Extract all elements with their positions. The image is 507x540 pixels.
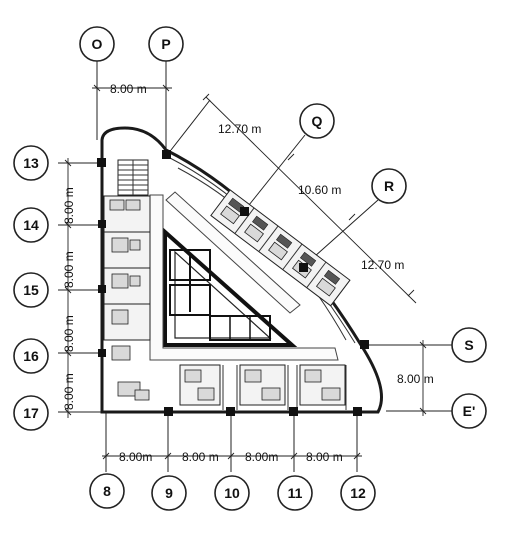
dim-left-16-17: 8.00 m [62, 373, 76, 410]
dim-left-15-16: 8.00 m [62, 315, 76, 352]
corridor [149, 191, 339, 361]
building-core [163, 227, 298, 347]
grid-label-S: S [464, 337, 473, 353]
dim-bottom-10-11: 8.00m [245, 450, 278, 464]
grid-bubble-11: 11 [277, 475, 313, 511]
grid-label-Q: Q [312, 113, 323, 129]
dim-left-13-14: 8.00 m [62, 187, 76, 224]
dim-top-O-P: 8.00 m [110, 82, 147, 96]
dim-bottom-8-9: 8.00m [119, 450, 152, 464]
left-rooms [103, 195, 151, 401]
grid-label-9: 9 [165, 485, 173, 501]
grid-label-15: 15 [23, 282, 39, 298]
grid-label-17: 17 [23, 405, 39, 421]
grid-label-12: 12 [350, 485, 366, 501]
grid-bubble-E-prime: E' [451, 393, 487, 429]
grid-bubble-P: P [148, 26, 184, 62]
grid-label-14: 14 [23, 217, 39, 233]
grid-label-16: 16 [23, 348, 39, 364]
grid-label-O: O [92, 36, 103, 52]
grid-label-R: R [384, 178, 394, 194]
dim-left-14-15: 8.00 m [62, 251, 76, 288]
grid-label-11: 11 [288, 485, 303, 501]
structural-columns [97, 150, 369, 416]
dim-bottom-11-12: 8.00 m [306, 450, 343, 464]
stair [117, 159, 149, 196]
diagonal-rooms [210, 189, 351, 307]
grid-bubble-14: 14 [13, 207, 49, 243]
grid-bubble-8: 8 [89, 473, 125, 509]
grid-bubble-9: 9 [151, 475, 187, 511]
dim-right-S-E: 8.00 m [397, 372, 434, 386]
dim-diag-Q-R: 10.60 m [298, 183, 341, 197]
dim-diag-R-S: 12.70 m [361, 258, 404, 272]
grid-bubble-16: 16 [13, 338, 49, 374]
grid-label-8: 8 [103, 483, 111, 499]
grid-bubble-10: 10 [214, 475, 250, 511]
grid-bubble-17: 17 [13, 395, 49, 431]
grid-bubble-O: O [79, 26, 115, 62]
grid-bubble-13: 13 [13, 145, 49, 181]
grid-label-P: P [161, 36, 170, 52]
dimension-lines [64, 84, 427, 460]
grid-bubble-12: 12 [340, 475, 376, 511]
grid-bubble-R: R [371, 168, 407, 204]
grid-bubble-Q: Q [299, 103, 335, 139]
grid-bubble-S: S [451, 327, 487, 363]
dim-bottom-9-10: 8.00 m [182, 450, 219, 464]
grid-lines [58, 60, 455, 472]
grid-bubble-15: 15 [13, 272, 49, 308]
grid-label-13: 13 [23, 155, 39, 171]
grid-label-10: 10 [224, 485, 240, 501]
bottom-rooms [179, 364, 347, 410]
grid-label-E-prime: E' [463, 403, 476, 419]
dim-diag-P-Q: 12.70 m [218, 122, 261, 136]
